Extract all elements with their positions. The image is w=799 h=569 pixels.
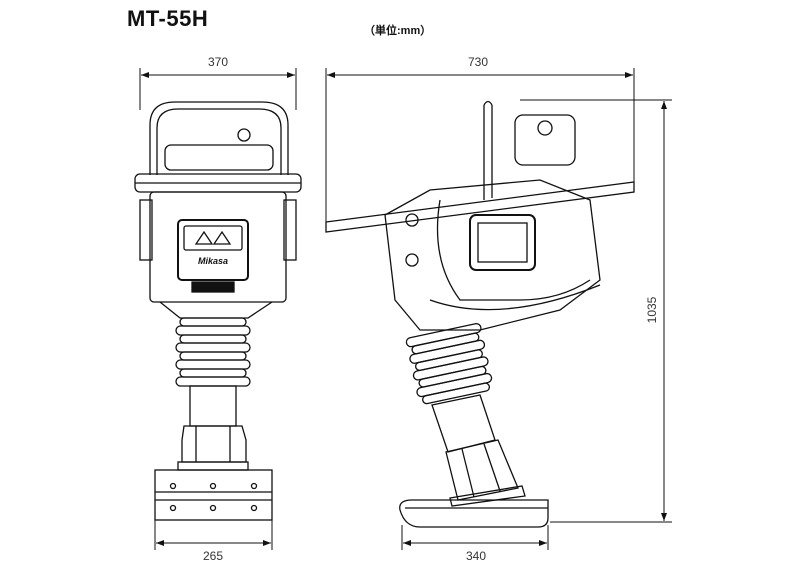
- dimension-side-length: [325, 68, 635, 230]
- model-title: MT-55H: [127, 6, 209, 31]
- dimension-front-foot: [154, 520, 273, 550]
- front-bellows: [175, 317, 251, 387]
- side-bellows: [405, 323, 493, 405]
- front-view: [134, 101, 302, 521]
- height-label: 1035: [645, 296, 659, 323]
- side-foot-label: 340: [466, 549, 486, 563]
- unit-note: （単位:mm）: [364, 25, 432, 37]
- dimension-side-foot: [401, 525, 549, 550]
- front-foot-label: 265: [203, 549, 223, 563]
- side-view: [325, 100, 635, 528]
- front-width-label: 370: [208, 55, 228, 69]
- dimension-height: [520, 99, 672, 523]
- dimension-front-width: [139, 68, 297, 110]
- side-length-label: 730: [468, 55, 488, 69]
- mikasa-logo: Mikasa: [198, 256, 228, 266]
